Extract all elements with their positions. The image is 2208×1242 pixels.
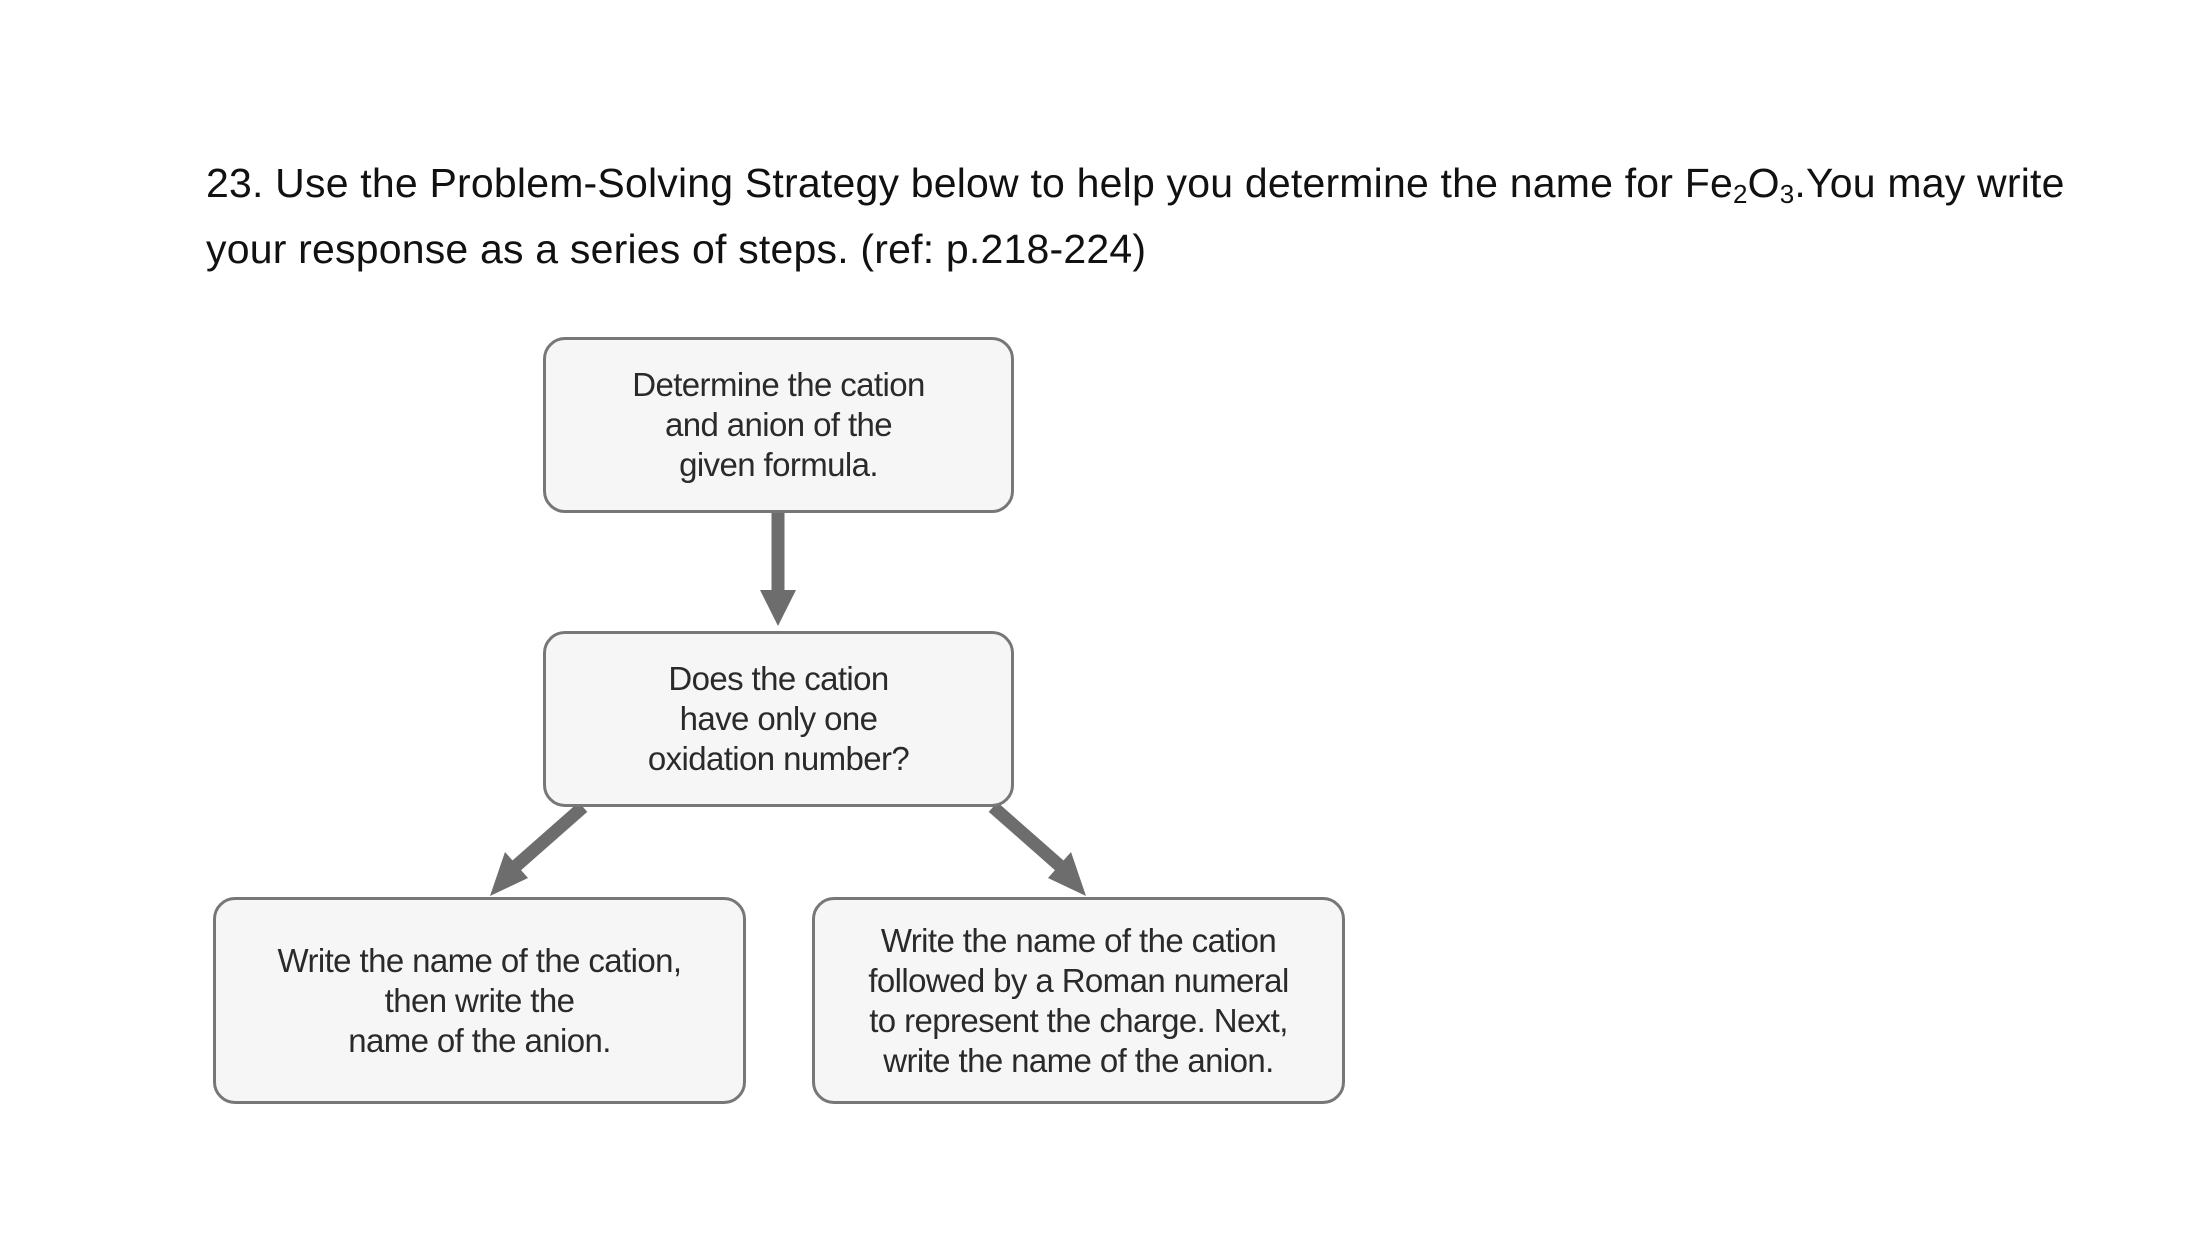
chemical-formula: Fe2O3 <box>1684 160 1795 209</box>
step-multiple-oxidation-text: Write the name of the cation followed by… <box>868 921 1289 1079</box>
step-determine-text: Determine the cation and anion of the gi… <box>632 366 925 483</box>
step-determine-box: Determine the cation and anion of the gi… <box>543 337 1014 513</box>
arrow-to-single-oxidation <box>490 802 588 896</box>
arrow-down <box>760 513 796 626</box>
question-line-2: your response as a series of steps. (ref… <box>206 226 1147 272</box>
step-multiple-oxidation-box: Write the name of the cation followed by… <box>812 897 1345 1104</box>
question-text: 23. Use the Problem-Solving Strategy bel… <box>206 150 2166 282</box>
question-intro: 23. Use the Problem-Solving Strategy bel… <box>206 160 1685 206</box>
step-single-oxidation-text: Write the name of the cation, then write… <box>277 941 682 1059</box>
question-line-1: 23. Use the Problem-Solving Strategy bel… <box>206 150 2166 216</box>
question-instruction: .You may write <box>1794 160 2065 206</box>
step-question-box: Does the cation have only one oxidation … <box>543 631 1014 807</box>
arrow-to-multiple-oxidation <box>988 802 1086 896</box>
step-single-oxidation-box: Write the name of the cation, then write… <box>213 897 746 1104</box>
step-question-text: Does the cation have only one oxidation … <box>647 660 910 777</box>
